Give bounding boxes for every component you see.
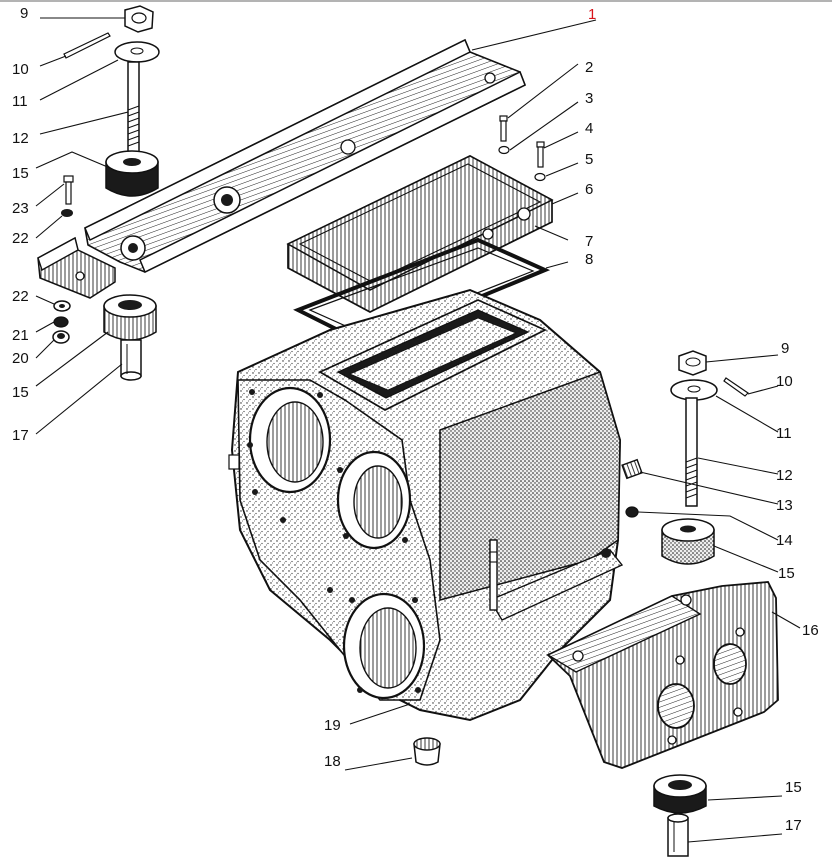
cotter-pin-10-right [723,377,749,397]
label-part-20: 20 [12,350,29,367]
rubber-cushion-15-left [103,294,157,341]
label-part-15-bottom: 15 [785,779,802,796]
nut-9-top [124,5,154,33]
leader-lines [35,17,801,843]
label-part-3: 3 [585,90,593,107]
washer-5 [534,172,546,182]
channel-bracket-part-1 [84,38,527,274]
bolt-12-right [685,397,698,507]
gearbox-housing [228,288,624,722]
label-part-16: 16 [802,622,819,639]
label-part-15-top: 15 [12,165,29,182]
mount-bracket-part-16 [546,581,779,769]
washer-14 [625,506,639,518]
bolt-12-top [127,61,140,155]
washer-22-lower [53,300,71,312]
label-part-17-left: 17 [12,427,29,444]
label-part-2: 2 [585,59,593,76]
label-part-15-left: 15 [12,384,29,401]
sleeve-17-bottom [667,813,689,857]
washer-11-top [114,41,160,63]
label-part-14: 14 [776,532,793,549]
rubber-cushion-15-top [105,150,159,197]
bolt-23 [63,175,74,205]
label-part-8: 8 [585,251,593,268]
part-labels: 1 2 3 4 5 6 7 8 9 9 10 10 11 11 12 12 13… [12,5,819,834]
label-part-13: 13 [776,497,793,514]
label-part-9-top: 9 [20,5,28,22]
label-part-9-right: 9 [781,340,789,357]
label-part-5: 5 [585,151,593,168]
label-part-4: 4 [585,120,593,137]
label-part-11-right: 11 [776,425,792,442]
label-part-21: 21 [12,327,29,344]
rubber-cushion-15-right [661,518,715,565]
label-part-11-top: 11 [12,93,28,110]
cotter-pin-10-top [63,32,111,59]
angle-bracket [37,236,116,299]
nut-9-right [678,350,707,376]
label-part-1: 1 [588,6,596,23]
label-part-19: 19 [324,717,341,734]
bolt-4 [536,141,545,168]
label-part-15-right: 15 [778,565,795,582]
label-part-10-top: 10 [12,61,29,78]
nut-20 [52,330,70,344]
sleeve-17-left [120,339,142,381]
top-cover-part-6 [286,155,554,313]
nut-13 [621,458,643,480]
label-part-12-top: 12 [12,130,29,147]
label-part-10-right: 10 [776,373,793,390]
washer-21 [53,316,69,328]
label-part-7: 7 [585,233,593,250]
washer-3 [498,145,510,155]
label-part-22-lower: 22 [12,288,29,305]
drain-plug-18 [413,737,441,766]
label-part-12-right: 12 [776,467,793,484]
rubber-cushion-15-bottom [653,774,707,814]
label-part-23: 23 [12,200,29,217]
label-part-18: 18 [324,753,341,770]
label-part-6: 6 [585,181,593,198]
label-part-22-upper: 22 [12,230,29,247]
label-part-17-bottom: 17 [785,817,802,834]
washer-11-right [670,379,718,401]
bolt-2 [499,115,508,142]
washer-22-upper [61,209,73,217]
